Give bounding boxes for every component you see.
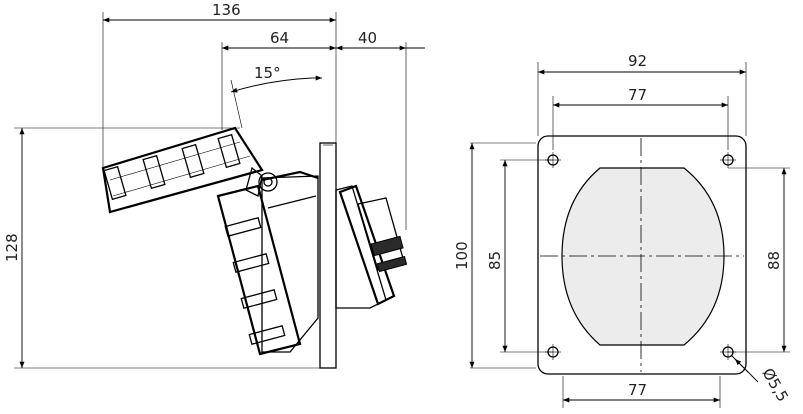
dim-128-label: 128 [3, 233, 21, 262]
dim-136-label: 136 [212, 1, 241, 19]
dim-hole-diameter: Ø5,5 [730, 354, 792, 405]
socket-front [216, 184, 302, 356]
dim-92: 92 [538, 52, 746, 75]
rear-insert [335, 184, 408, 309]
socket-housing [261, 170, 319, 353]
dim-40-label: 40 [358, 29, 377, 47]
dim-hole-diameter-label: Ø5,5 [759, 365, 792, 405]
side-extension-lines [14, 12, 407, 369]
dim-40: 40 [336, 29, 425, 51]
mounting-hole-icon [720, 152, 736, 168]
mounting-hole-icon [545, 152, 561, 168]
mounting-holes [545, 152, 736, 360]
dim-64-label: 64 [270, 29, 289, 47]
dim-77-bottom-label: 77 [628, 381, 647, 399]
dim-64: 64 [222, 29, 336, 51]
dim-77-top-label: 77 [628, 86, 647, 104]
dim-100-label: 100 [453, 241, 471, 270]
dim-85: 85 [486, 160, 508, 352]
dim-85-label: 85 [486, 251, 504, 270]
mounting-plate [319, 142, 337, 369]
side-view: 136 64 40 15° 128 [3, 1, 425, 369]
mounting-hole-icon [720, 344, 736, 360]
front-view: 92 77 77 100 85 88 [453, 52, 792, 408]
dim-100: 100 [453, 143, 475, 368]
dim-77-bottom: 77 [563, 381, 720, 403]
socket-lid [101, 126, 264, 214]
socket-cutout [561, 167, 725, 346]
centre-lines [540, 138, 744, 372]
dim-angle: 15° [230, 64, 322, 129]
dim-136: 136 [103, 1, 336, 23]
front-plate [537, 135, 747, 375]
dim-77-top: 77 [553, 86, 728, 108]
dim-88-label: 88 [765, 251, 783, 270]
mounting-hole-icon [545, 344, 561, 360]
dim-88: 88 [765, 168, 787, 352]
dim-angle-label: 15° [254, 64, 281, 82]
hinge-icon [245, 166, 278, 197]
dim-92-label: 92 [628, 52, 647, 70]
socket-ribs [224, 216, 286, 346]
dim-128: 128 [3, 128, 25, 368]
lid-ribs [103, 133, 241, 201]
